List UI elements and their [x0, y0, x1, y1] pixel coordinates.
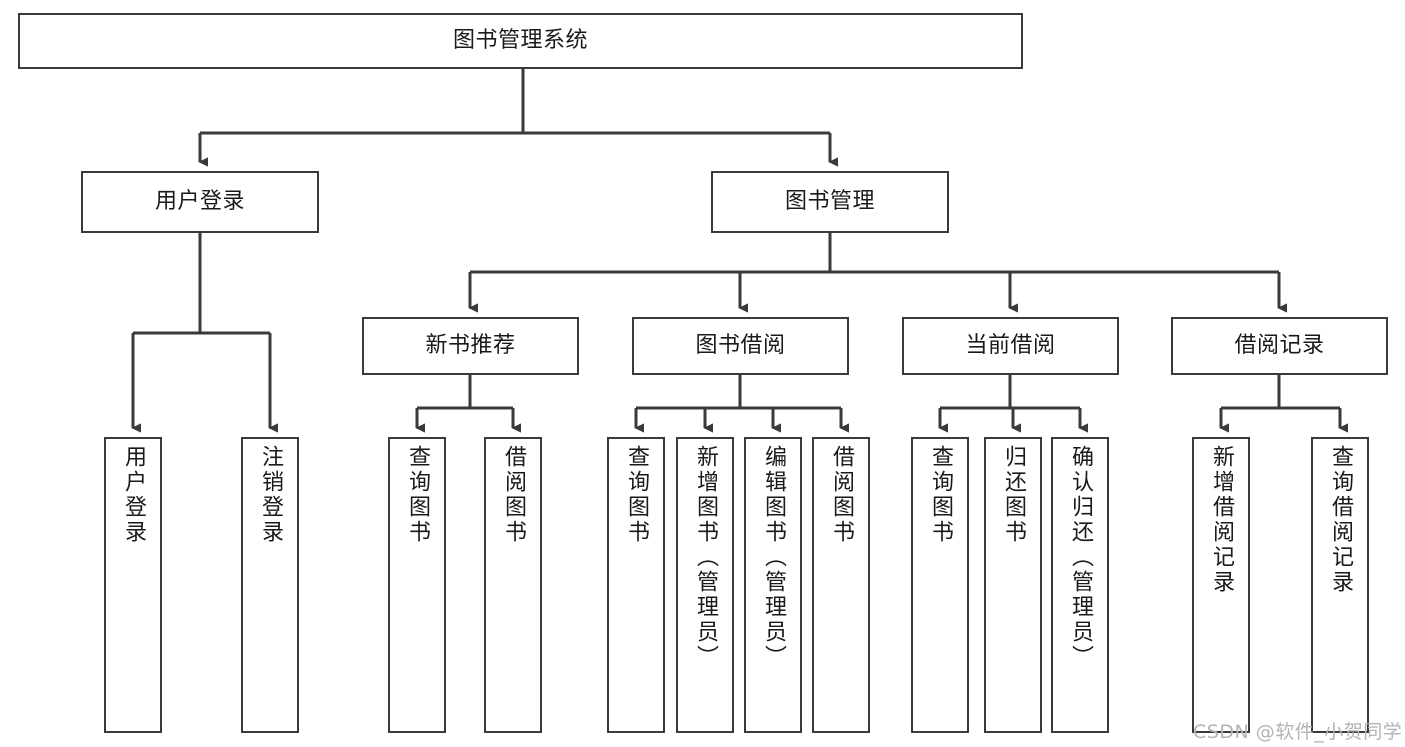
- node-leaf-borrow-book-rec[interactable]: 借阅图书: [484, 437, 542, 733]
- node-leaf-query-book-cur-label: 查询图书: [927, 445, 953, 545]
- node-leaf-user-login[interactable]: 用户登录: [104, 437, 162, 733]
- node-leaf-add-record-label: 新增借阅记录: [1208, 445, 1234, 595]
- node-leaf-query-book-rec-label: 查询图书: [404, 445, 430, 545]
- node-leaf-edit-book-label: 编辑图书（管理员）: [760, 445, 786, 670]
- node-current-borrow-label: 当前借阅: [965, 333, 1056, 359]
- node-leaf-query-book-borrow-label: 查询图书: [623, 445, 649, 545]
- node-leaf-user-login-label: 用户登录: [120, 445, 146, 545]
- csdn-watermark: CSDN @软件_小贺同学: [1193, 721, 1403, 743]
- node-book-manage-label: 图书管理: [784, 189, 875, 215]
- node-book-manage[interactable]: 图书管理: [711, 171, 949, 233]
- node-leaf-query-book-rec[interactable]: 查询图书: [388, 437, 446, 733]
- node-new-book-rec-label: 新书推荐: [425, 333, 516, 359]
- node-leaf-confirm-return[interactable]: 确认归还（管理员）: [1051, 437, 1109, 733]
- node-leaf-logout[interactable]: 注销登录: [241, 437, 299, 733]
- node-leaf-query-book-cur[interactable]: 查询图书: [911, 437, 969, 733]
- node-leaf-borrow-book-label: 借阅图书: [828, 445, 854, 545]
- node-root-label: 图书管理系统: [452, 28, 588, 54]
- node-book-borrow-label: 图书借阅: [695, 333, 786, 359]
- node-leaf-query-record-label: 查询借阅记录: [1327, 445, 1353, 595]
- node-current-borrow[interactable]: 当前借阅: [902, 317, 1119, 375]
- node-leaf-return-book[interactable]: 归还图书: [984, 437, 1042, 733]
- node-leaf-borrow-book[interactable]: 借阅图书: [812, 437, 870, 733]
- node-leaf-return-book-label: 归还图书: [1000, 445, 1026, 545]
- node-leaf-edit-book[interactable]: 编辑图书（管理员）: [744, 437, 802, 733]
- node-user-login[interactable]: 用户登录: [81, 171, 319, 233]
- node-leaf-borrow-book-rec-label: 借阅图书: [500, 445, 526, 545]
- node-leaf-query-book-borrow[interactable]: 查询图书: [607, 437, 665, 733]
- node-leaf-confirm-return-label: 确认归还（管理员）: [1067, 445, 1093, 670]
- node-leaf-add-record[interactable]: 新增借阅记录: [1192, 437, 1250, 733]
- node-leaf-query-record[interactable]: 查询借阅记录: [1311, 437, 1369, 733]
- node-leaf-add-book[interactable]: 新增图书（管理员）: [676, 437, 734, 733]
- node-borrow-record[interactable]: 借阅记录: [1171, 317, 1388, 375]
- node-book-borrow[interactable]: 图书借阅: [632, 317, 849, 375]
- node-leaf-logout-label: 注销登录: [257, 445, 283, 545]
- node-user-login-label: 用户登录: [154, 189, 245, 215]
- node-borrow-record-label: 借阅记录: [1234, 333, 1325, 359]
- node-new-book-rec[interactable]: 新书推荐: [362, 317, 579, 375]
- node-root[interactable]: 图书管理系统: [18, 13, 1023, 69]
- node-leaf-add-book-label: 新增图书（管理员）: [692, 445, 718, 670]
